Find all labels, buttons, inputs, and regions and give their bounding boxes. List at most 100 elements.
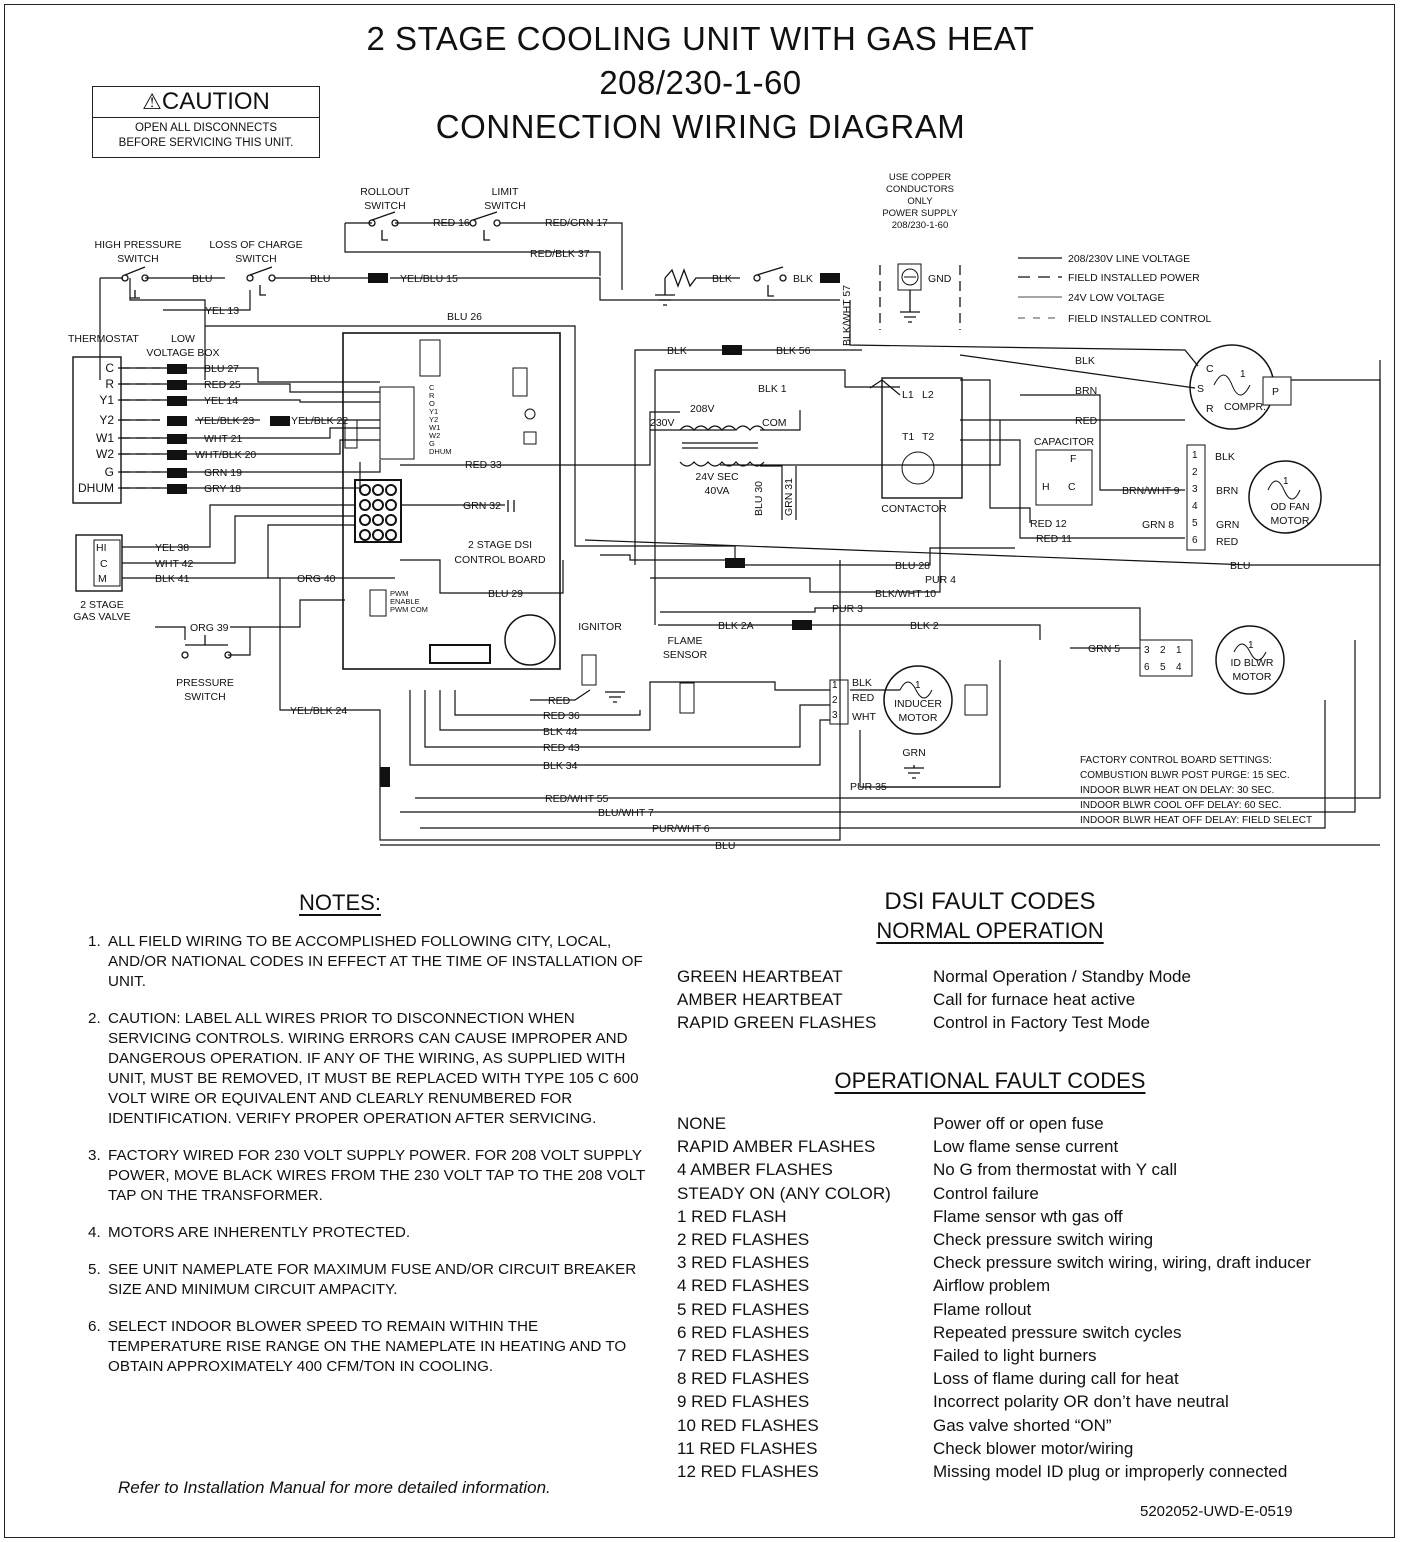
svg-text:RED 36: RED 36: [543, 710, 580, 722]
svg-text:1: 1: [1176, 645, 1182, 656]
tstat-dhum: DHUM: [78, 481, 114, 495]
svg-text:6: 6: [1192, 535, 1198, 546]
ignitor-label: IGNITOR: [578, 621, 622, 633]
fault-code: 7 RED FLASHES: [677, 1346, 810, 1366]
thermostat-terminals: C R Y1 Y2 W1 W2 G DHUM: [78, 361, 114, 495]
svg-text:BLU 26: BLU 26: [447, 311, 482, 323]
svg-text:BLK 2: BLK 2: [910, 620, 939, 632]
svg-text:GRN 32: GRN 32: [463, 500, 501, 512]
gnd-label: GND: [928, 273, 952, 285]
comp-r: R: [1206, 403, 1214, 415]
fault-code-row: STEADY ON (ANY COLOR)Control failure: [677, 1182, 1311, 1205]
comp-p: P: [1272, 386, 1279, 398]
contactor-l1: L1: [902, 389, 914, 401]
svg-text:RED 25: RED 25: [204, 379, 241, 391]
svg-text:2: 2: [1160, 645, 1166, 656]
svg-text:BLK: BLK: [667, 345, 687, 357]
svg-text:BLK/WHT 57: BLK/WHT 57: [841, 285, 853, 346]
tstat-c: C: [105, 361, 114, 375]
fault-description: Check pressure switch wiring, wiring, dr…: [933, 1253, 1311, 1273]
svg-text:1: 1: [1283, 476, 1289, 487]
svg-text:5: 5: [1192, 518, 1198, 529]
svg-text:DHUM: DHUM: [429, 447, 452, 456]
svg-text:INDOOR BLWR HEAT ON DELAY: 30: INDOOR BLWR HEAT ON DELAY: 30 SEC.: [1080, 785, 1274, 796]
tap-208-label: 208V: [690, 403, 715, 415]
svg-text:1: 1: [1248, 640, 1254, 651]
fault-description: Call for furnace heat active: [933, 990, 1136, 1010]
svg-text:PWM: PWM: [390, 589, 408, 598]
svg-text:PUR 35: PUR 35: [850, 781, 887, 793]
svg-text:W2: W2: [429, 431, 440, 440]
tstat-w1: W1: [96, 431, 114, 445]
power-note-2: CONDUCTORS: [886, 184, 954, 195]
svg-text:BLU 28: BLU 28: [895, 560, 930, 572]
svg-text:GRN 5: GRN 5: [1088, 643, 1120, 655]
flame-sensor-symbol: [679, 682, 695, 714]
board-id-plug: [504, 614, 556, 666]
tstat-g: G: [105, 465, 114, 479]
fault-description: Check blower motor/wiring: [933, 1438, 1134, 1458]
power-note-4: POWER SUPPLY: [882, 208, 958, 219]
svg-text:BLK: BLK: [712, 273, 732, 285]
legend-lines: [1018, 257, 1062, 319]
svg-text:BLK: BLK: [1075, 355, 1095, 367]
fault-code: 6 RED FLASHES: [677, 1322, 810, 1342]
caution-box: ⚠CAUTION OPEN ALL DISCONNECTS BEFORE SER…: [92, 86, 320, 158]
factory-settings: FACTORY CONTROL BOARD SETTINGS: COMBUSTI…: [1080, 755, 1312, 826]
contactor-outline: [881, 377, 963, 499]
svg-text:4: 4: [1192, 501, 1198, 512]
svg-text:2: 2: [1192, 467, 1198, 478]
svg-text:ENABLE: ENABLE: [390, 597, 420, 606]
control-board-label-2: CONTROL BOARD: [454, 554, 546, 566]
inducer-plug: [829, 679, 849, 725]
od-fan-terminal-block: [1186, 444, 1206, 551]
id-blower-plug: [1139, 639, 1193, 677]
svg-text:GRN 8: GRN 8: [1142, 519, 1174, 531]
fault-code: 5 RED FLASHES: [677, 1299, 810, 1319]
svg-text:BLU: BLU: [715, 840, 735, 852]
svg-text:YEL/BLK 22: YEL/BLK 22: [291, 415, 348, 427]
inducer-capacitor: [964, 684, 988, 716]
contactor-t2: T2: [922, 431, 934, 443]
inducer-motor-symbol: [883, 665, 953, 735]
fault-description: Low flame sense current: [933, 1137, 1119, 1157]
notes-heading: NOTES:: [299, 890, 381, 915]
switch-symbols: [121, 211, 787, 659]
svg-text:YEL/BLU 15: YEL/BLU 15: [400, 273, 458, 285]
svg-text:RED: RED: [852, 692, 875, 704]
limit-label-1: LIMIT: [492, 186, 519, 198]
cap-c: C: [1068, 481, 1076, 493]
svg-text:GRY 18: GRY 18: [204, 483, 241, 495]
title-line-2: 208/230-1-60: [599, 64, 802, 101]
p2-connector: [429, 644, 491, 664]
svg-text:3: 3: [1144, 645, 1150, 656]
fault-description: Normal Operation / Standby Mode: [933, 967, 1191, 986]
compressor-label: COMPR.: [1224, 401, 1266, 413]
board-relay: [419, 339, 441, 377]
contactor-t1: T1: [902, 431, 914, 443]
svg-text:4: 4: [1176, 662, 1182, 673]
thermostat-terminal-strip: [379, 386, 415, 460]
ignitor-symbol: [581, 654, 597, 686]
od-fan-label-2: MOTOR: [1271, 515, 1310, 527]
svg-text:3: 3: [1192, 484, 1198, 495]
note-text: CAUTION: LABEL ALL WIRES PRIOR TO DISCON…: [108, 1010, 639, 1127]
title-line-3: CONNECTION WIRING DIAGRAM: [435, 108, 966, 145]
svg-text:ORG 39: ORG 39: [190, 622, 229, 634]
warning-triangle-icon: ⚠: [142, 89, 162, 114]
note-item: 4.MOTORS ARE INHERENTLY PROTECTED.: [88, 1223, 648, 1243]
svg-text:1: 1: [1192, 450, 1198, 461]
legend-line-voltage: 208/230V LINE VOLTAGE: [1068, 253, 1190, 265]
tap-com-label: COM: [762, 417, 787, 429]
gas-valve-label-2: GAS VALVE: [73, 611, 130, 623]
